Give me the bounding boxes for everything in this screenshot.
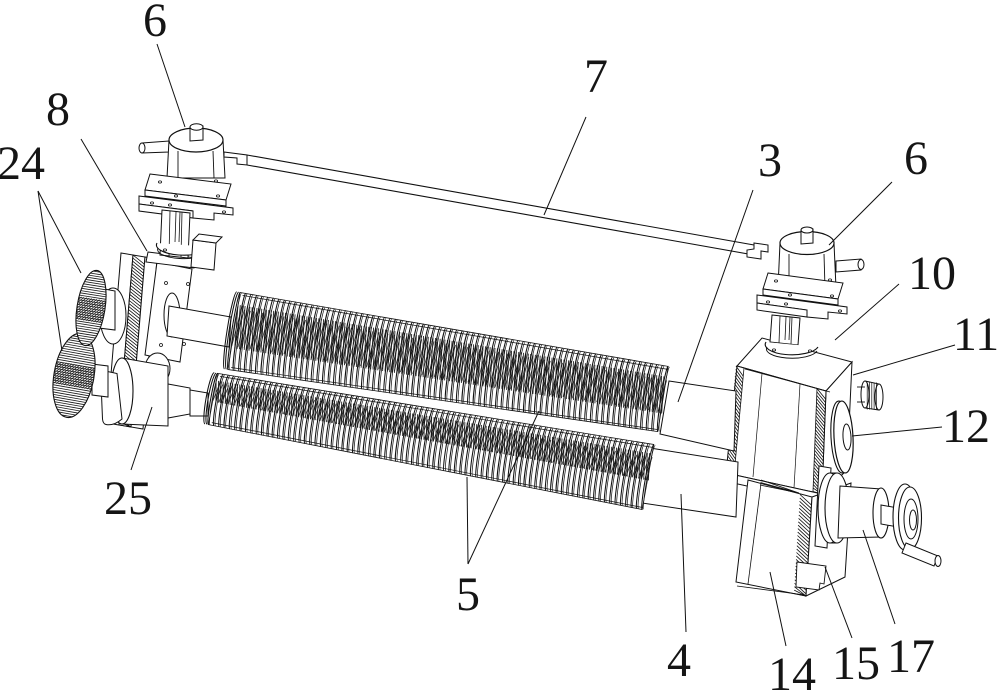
svg-text:25: 25 (104, 472, 152, 525)
svg-text:24: 24 (0, 137, 45, 190)
svg-text:5: 5 (456, 568, 480, 621)
svg-text:12: 12 (942, 400, 990, 453)
svg-text:7: 7 (584, 50, 608, 103)
svg-text:4: 4 (667, 634, 691, 687)
svg-text:3: 3 (758, 134, 782, 187)
svg-text:15: 15 (832, 637, 880, 690)
svg-text:6: 6 (904, 132, 928, 185)
svg-text:17: 17 (887, 630, 935, 683)
svg-text:8: 8 (46, 83, 70, 136)
svg-text:10: 10 (908, 247, 956, 300)
svg-text:11: 11 (953, 308, 999, 361)
svg-text:6: 6 (143, 0, 167, 47)
svg-text:14: 14 (768, 648, 816, 691)
